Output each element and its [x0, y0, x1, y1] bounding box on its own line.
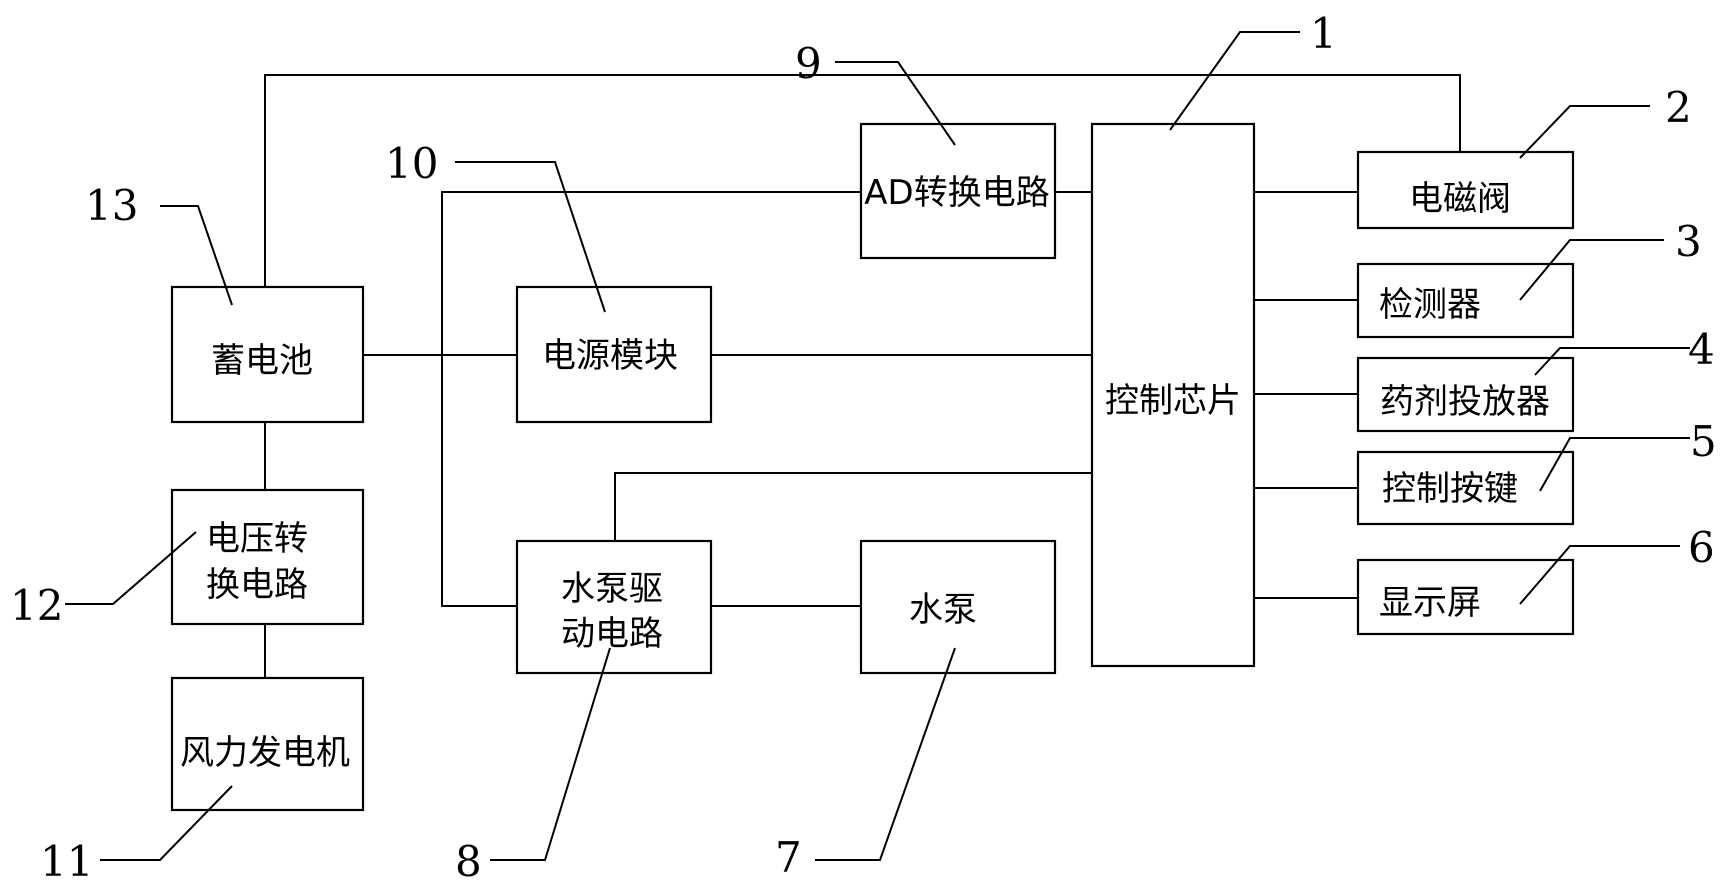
ref-number-7: 7 [775, 833, 802, 882]
control-chip-block: 控制芯片 [1090, 122, 1256, 668]
water-pump-label: 水泵 [909, 590, 977, 630]
detector-label: 检测器 [1379, 285, 1481, 325]
water-pump-block: 水泵 [859, 539, 1057, 675]
connection-wires [264, 74, 1461, 678]
ad-converter-label: AD转换电路 [864, 173, 1049, 213]
display-block: 显示屏 [1356, 558, 1575, 636]
ref-9: 9 [795, 39, 956, 146]
ref-number-1: 1 [1310, 9, 1337, 58]
ref-number-8: 8 [455, 837, 482, 886]
ref-13: 13 [85, 181, 233, 306]
wind-generator-label: 风力发电机 [180, 733, 350, 773]
power-module-label: 电源模块 [542, 336, 678, 376]
ref-2: 2 [1519, 83, 1692, 159]
display-label: 显示屏 [1379, 583, 1481, 623]
ref-1: 1 [1169, 9, 1337, 131]
ref-8: 8 [455, 647, 611, 886]
ref-number-6: 6 [1688, 523, 1715, 572]
ref-4: 4 [1534, 325, 1715, 376]
pump-driver-label-line1: 水泵驱 [561, 569, 663, 609]
wire-chip-pump-driver [614, 472, 1092, 541]
power-module-block: 电源模块 [515, 285, 713, 424]
wind-generator-block: 风力发电机 [170, 676, 365, 812]
ref-number-11: 11 [40, 837, 93, 886]
ref-6: 6 [1519, 523, 1715, 605]
pump-driver-label-line2: 动电路 [561, 614, 663, 654]
ref-12: 12 [10, 531, 197, 630]
solenoid-valve-label: 电磁阀 [1409, 179, 1511, 219]
control-chip-label: 控制芯片 [1105, 381, 1241, 421]
ref-number-13: 13 [85, 181, 138, 230]
ref-number-3: 3 [1675, 217, 1702, 266]
ref-11: 11 [40, 785, 233, 886]
ref-number-5: 5 [1690, 417, 1717, 466]
ref-number-9: 9 [795, 39, 822, 88]
solenoid-valve-block: 电磁阀 [1356, 150, 1575, 230]
ref-number-10: 10 [385, 139, 438, 188]
control-keys-label: 控制按键 [1382, 469, 1518, 509]
ref-10: 10 [385, 139, 606, 313]
voltage-converter-label-line2: 换电路 [206, 565, 308, 605]
ref-5: 5 [1539, 417, 1717, 492]
voltage-converter-block: 电压转 换电路 [170, 488, 365, 626]
voltage-converter-label-line1: 电压转 [206, 519, 308, 559]
ref-3: 3 [1519, 217, 1702, 301]
battery-block: 蓄电池 [170, 285, 365, 424]
ref-7: 7 [775, 647, 956, 882]
detector-block: 检测器 [1356, 262, 1575, 339]
wire-ad-bus [441, 191, 861, 607]
ad-converter-block: AD转换电路 [859, 122, 1057, 260]
ref-number-12: 12 [10, 581, 63, 630]
chemical-dispenser-block: 药剂投放器 [1356, 356, 1575, 433]
control-keys-block: 控制按键 [1356, 450, 1575, 526]
wire-battery-solenoid [264, 74, 1461, 287]
pump-driver-block: 水泵驱 动电路 [515, 539, 713, 675]
ref-number-2: 2 [1665, 83, 1692, 132]
chemical-dispenser-label: 药剂投放器 [1380, 382, 1550, 422]
battery-label: 蓄电池 [211, 341, 313, 381]
ref-number-4: 4 [1688, 325, 1715, 374]
